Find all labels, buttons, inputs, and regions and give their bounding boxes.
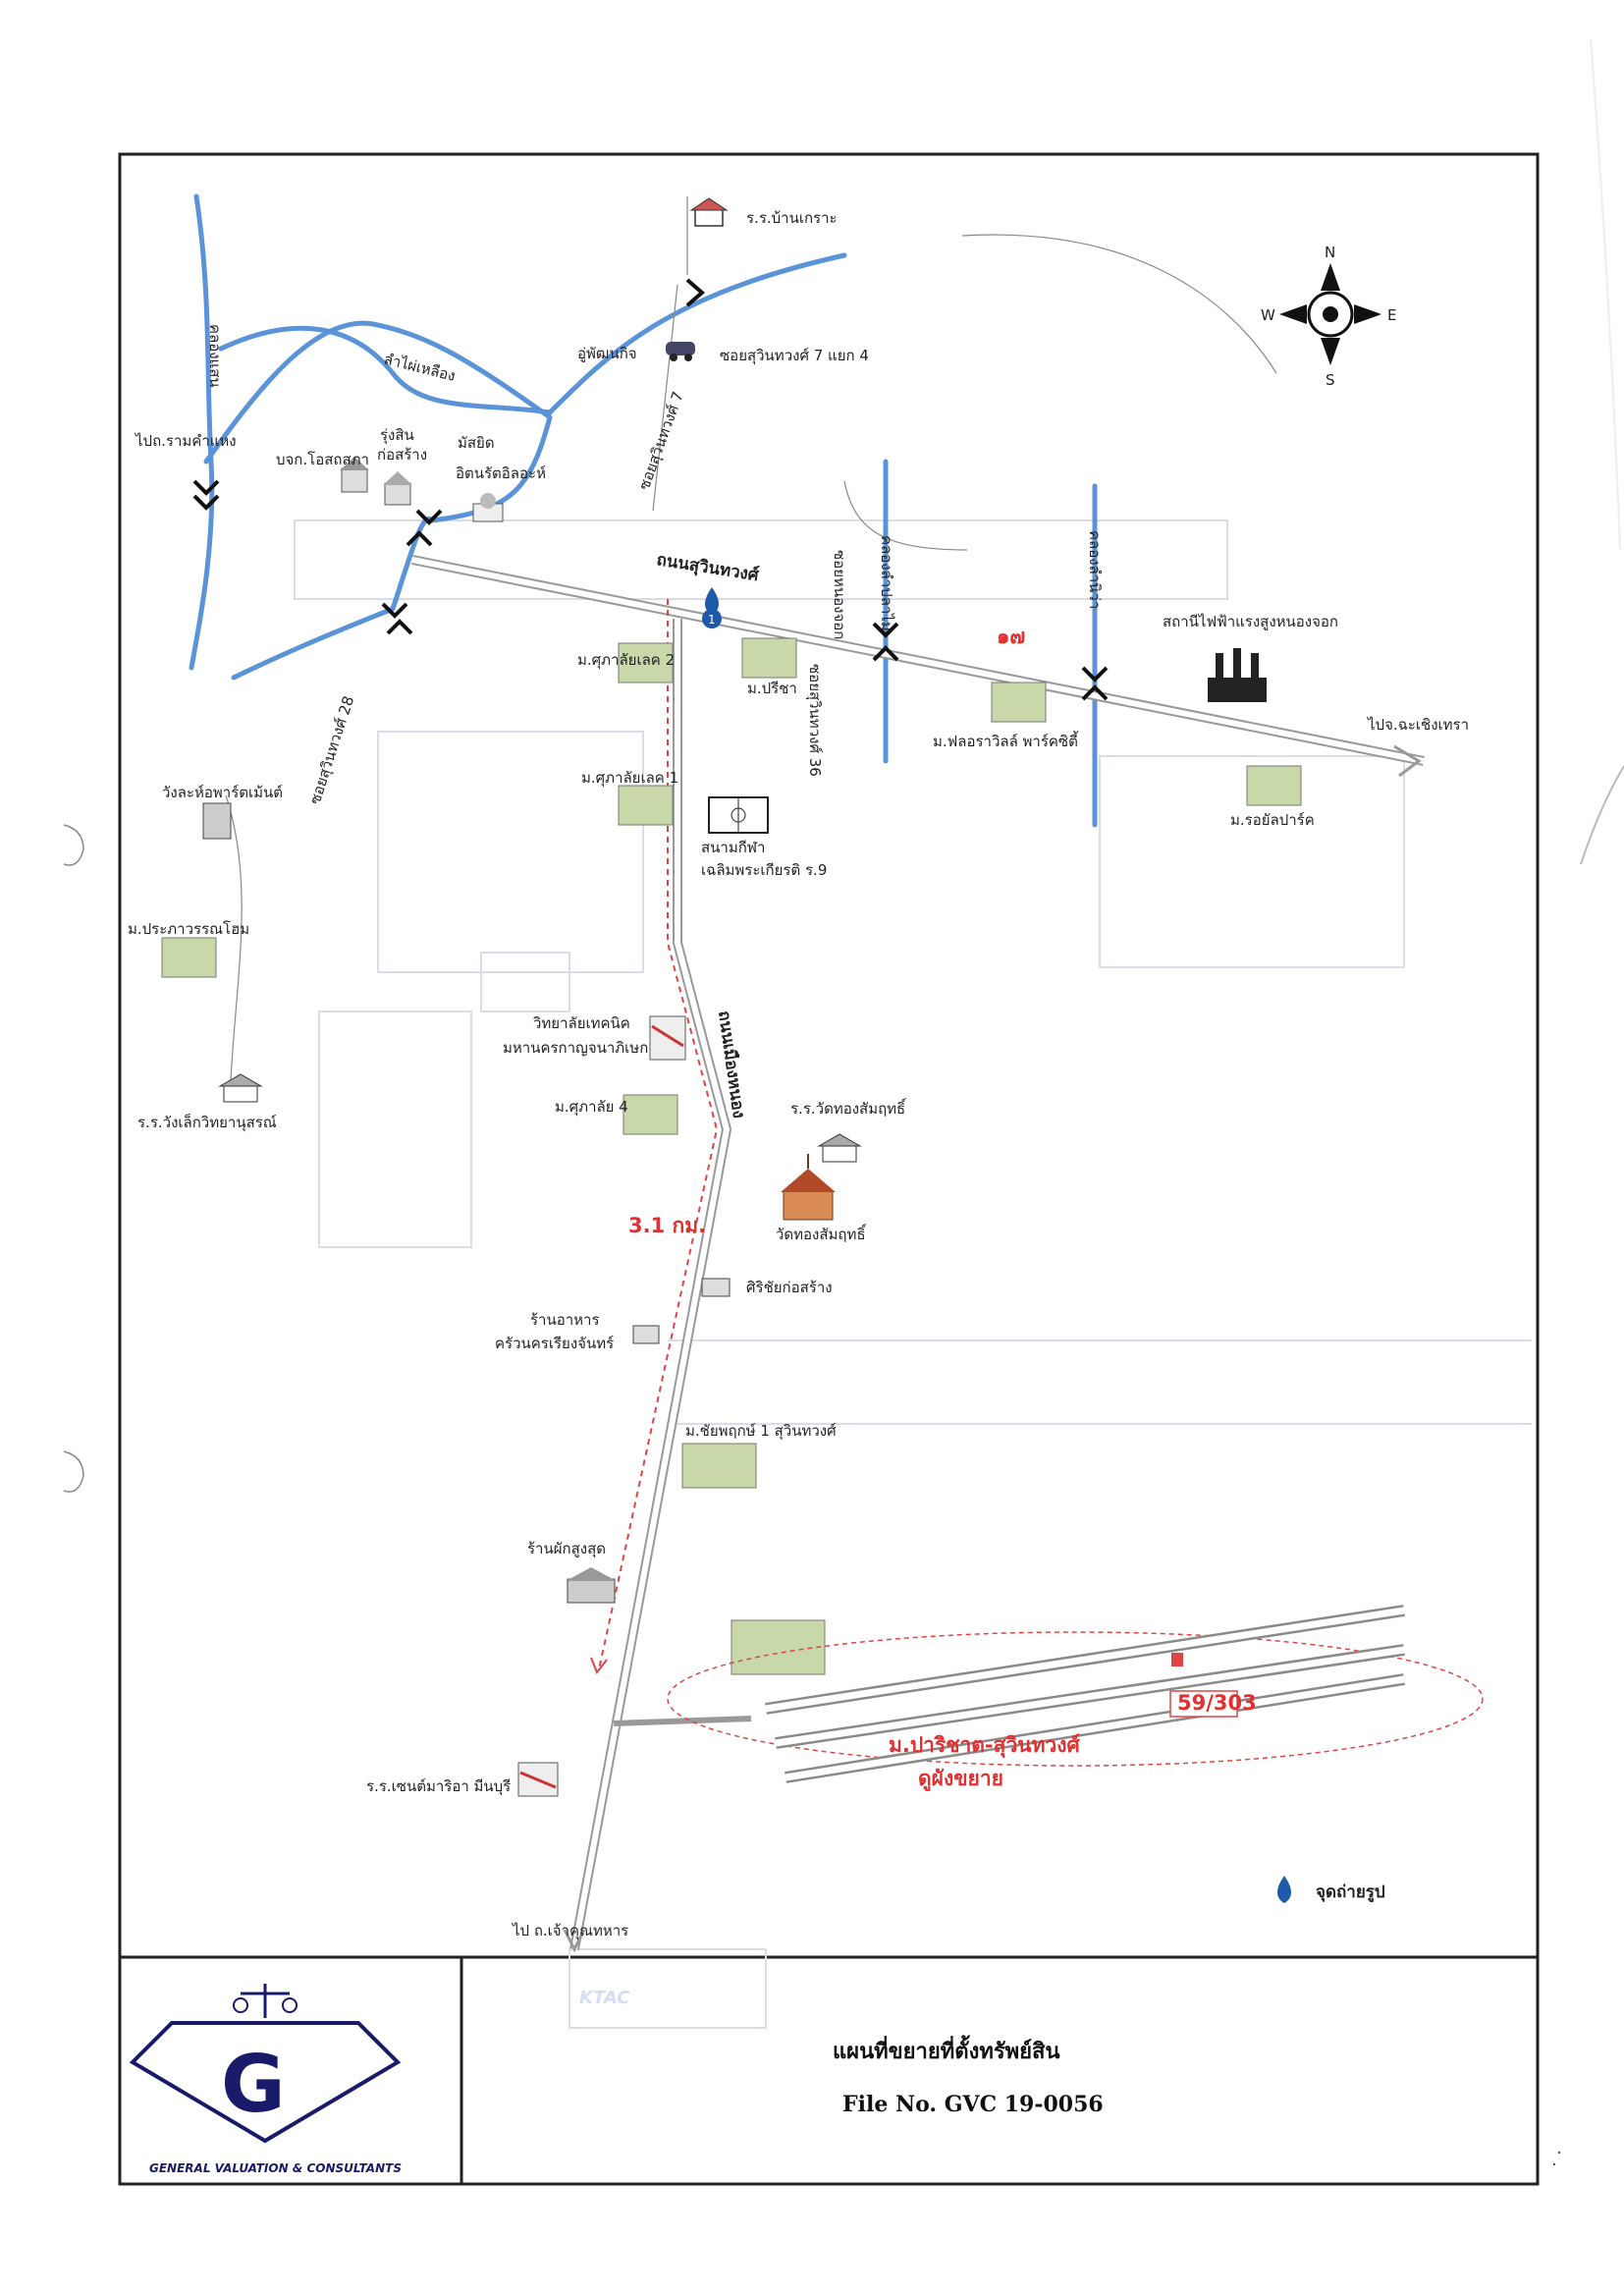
mosque-icon (472, 493, 504, 522)
svg-text:.: . (1551, 2150, 1557, 2170)
compass-n: N (1325, 244, 1335, 261)
photo-drop-icon (1277, 1876, 1291, 1903)
route-line (598, 599, 719, 1670)
label-school-st-maria: ร.ร.เซนต์มาริอา มีนบุรี (366, 1777, 511, 1796)
label-rungsin-2: ก่อสร้าง (377, 446, 427, 464)
canal-joint (429, 414, 553, 523)
label-sukalai-lake-2: ม.ศุภาลัยเลค 2 (577, 651, 675, 670)
marker-number: 1 (708, 613, 716, 627)
target-subdivision (667, 1605, 1484, 1783)
label-restaurant-2: ครัวนครเรียงจันทร์ (495, 1335, 614, 1352)
logo-letter: G (221, 2039, 286, 2130)
compass-icon: N S E W (1261, 244, 1396, 389)
house-icon (383, 471, 412, 506)
school-icon (689, 197, 729, 227)
village-icon (161, 637, 1302, 1675)
label-power-station: สถานีไฟฟ้าแรงสูงหนองจอก (1163, 613, 1338, 630)
label-royal-park: ม.รอยัลปาร์ค (1230, 811, 1315, 829)
label-sukalai-4: ม.ศุภาลัย 4 (555, 1098, 628, 1117)
label-condo: วังละห์อพาร์ตเม้นต์ (162, 784, 283, 801)
restaurant-icon (632, 1325, 660, 1344)
canal-to-school (547, 252, 847, 415)
label-floraville: ม.ฟลอราวิลล์ พาร์คซิตี้ (933, 731, 1079, 750)
company-logo-icon: G (129, 1984, 402, 2144)
legend: จุดถ่ายรูป (1277, 1876, 1385, 1903)
label-school-wat: ร.ร.วัดทองสัมฤทธิ์ (790, 1098, 907, 1118)
label-to-chao-khun: ไป ถ.เจ้าคุณทหาร (512, 1922, 628, 1940)
canal-branch (218, 325, 553, 415)
label-canal-top: คลองแสน (206, 324, 224, 388)
temple-icon (781, 1154, 836, 1221)
label-tech-college-2: มหานครกาญจนาภิเษก (503, 1039, 648, 1057)
label-target-2: ดูผังขยาย (918, 1767, 1003, 1792)
label-restaurant-1: ร้านอาหาร (530, 1311, 600, 1329)
label-canal-right: คลองลำนิว่า (1086, 530, 1104, 609)
photo-point-marker: 1 (702, 587, 722, 628)
store-icon (701, 1278, 731, 1297)
label-sukalai-lake-1: ม.ศุภาลัยเลค 1 (581, 769, 678, 788)
college-icon (649, 1015, 686, 1061)
legend-photo-point: จุดถ่ายรูป (1316, 1883, 1385, 1903)
label-soi-7: ซอยสุวินทวงศ์ 7 (635, 389, 688, 492)
label-soi-nong-chok: ซอยหนองจอก (831, 550, 848, 639)
school-icon (817, 1133, 862, 1163)
label-plot-number: 59/303 (1177, 1691, 1257, 1715)
stadium-icon (708, 796, 769, 834)
label-road-suwinthawong: ถนนสุวินทวงศ์ (655, 549, 761, 585)
company-name: GENERAL VALUATION & CONSULTANTS (149, 2161, 402, 2175)
factory-icon (340, 457, 369, 493)
canals (189, 193, 1098, 828)
svg-text:.: . (1556, 2138, 1562, 2158)
red-mark: ๑๗ (997, 625, 1025, 648)
label-distance: 3.1 กม. (628, 1214, 706, 1237)
canal-left (189, 193, 215, 671)
main-roads (411, 555, 1425, 1950)
label-wat: วัดทองสัมฤทธิ์ (776, 1224, 867, 1243)
label-school-wangthong: ร.ร.วังเล็กวิทยานุสรณ์ (137, 1113, 277, 1132)
label-canal-mid: ลำไผ่เหลือง (382, 350, 458, 384)
label-target-1: ม.ปาริชาต-สุวินทวงศ์ (889, 1733, 1080, 1759)
school-icon (517, 1762, 559, 1797)
car-icon (666, 342, 695, 361)
compass-s: S (1326, 371, 1335, 389)
label-soi-28: ซอยสุวินทวงศ์ 28 (306, 693, 359, 806)
label-tech-college-1: วิทยาลัยเทคนิค (532, 1014, 629, 1032)
label-to-chachoengsao: ไปจ.ฉะเชิงเทรา (1367, 716, 1469, 734)
power-station-icon (1208, 648, 1267, 702)
label-preecha: ม.ปรีชา (747, 680, 797, 697)
faint-stamp: KTAC (579, 1988, 630, 2008)
faint-background-plan (294, 519, 1532, 2029)
footer-title: แผนที่ขยายที่ตั้งทรัพย์สิน (833, 2035, 1060, 2064)
label-bk-osotsapa: บจก.โอสถสภา (276, 451, 369, 468)
label-canal-far: คลองลำปลาไม่ (878, 535, 895, 631)
footer: G GENERAL VALUATION & CONSULTANTS KTAC แ… (129, 1957, 1104, 2184)
label-shop: ร้านผักสูงสุด (527, 1540, 606, 1558)
apartment-icon (202, 802, 232, 840)
label-stadium-2: เฉลิมพระเกียรติ ร.9 (701, 861, 827, 879)
label-rungsin-1: รุ่งสิน (380, 426, 414, 445)
label-prapa: ม.ประภาวรรณโฮม (128, 920, 249, 938)
canal-upper (203, 320, 553, 464)
label-auto-repair: อู่พัฒนกิจ (577, 345, 637, 362)
warehouse-icon (566, 1567, 617, 1604)
label-mosque-2: อิตนรัตอิลอะห์ (456, 464, 546, 482)
compass-e: E (1387, 306, 1396, 324)
label-chaiyaphruek: ม.ชัยพฤกษ์ 1 สุวินทวงศ์ (685, 1422, 837, 1441)
label-sirichai: ศิริชัยก่อสร้าง (746, 1279, 833, 1296)
label-soi-7-yaek-4: ซอยสุวินทวงศ์ 7 แยก 4 (720, 347, 869, 365)
compass-w: W (1261, 306, 1275, 324)
direction-chevrons (192, 278, 1109, 701)
label-mosque-1: มัสยิด (458, 434, 495, 452)
footer-file-number: File No. GVC 19-0056 (842, 2092, 1104, 2117)
label-school-baankrao: ร.ร.บ้านเกราะ (746, 209, 838, 227)
label-soi-36: ซอยสุวินทวงศ์ 36 (805, 664, 824, 777)
map-frame (118, 152, 1540, 2186)
minor-roads (225, 196, 1277, 1081)
label-stadium-1: สนามกีฬา (701, 839, 765, 856)
label-to-ramkhamhaeng: ไปถ.รามคำแหง (135, 432, 237, 450)
school-icon (218, 1073, 263, 1103)
